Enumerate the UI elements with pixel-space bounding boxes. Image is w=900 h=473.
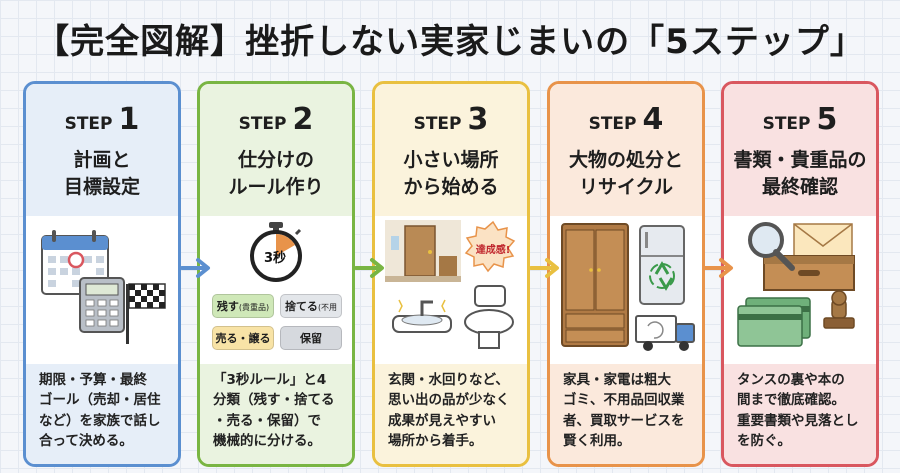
step-illustration: 3秒 残す(貴重品) 捨てる(不用品) 売る・譲る 保留 [200,216,352,364]
tag-keep-label: 残す [216,300,239,313]
step-illustration: 達成感! [375,216,527,364]
step-card-1: STEP 1 計画と 目標設定 [23,81,181,467]
arrow-right-icon [529,258,559,278]
calculator-icon [79,277,125,333]
step-title: 計画と 目標設定 [63,149,140,198]
step-label: STEP 4 [550,102,702,137]
step-header: STEP 4 大物の処分と リサイクル [550,84,702,216]
step-card-5: STEP 5 書類・貴重品の 最終確認 [721,81,879,467]
entrance-icon [385,220,461,282]
arrow-right-icon [703,258,733,278]
step-header: STEP 2 仕分けの ルール作り [200,84,352,216]
stamp-icon [823,290,855,329]
magnifier-icon [748,222,795,271]
page-title: 【完全図解】挫折しない実家じまいの「5ステップ」 [35,22,865,62]
step-word: STEP [413,114,462,134]
step-number: 1 [118,102,140,137]
step-illustration [724,216,876,364]
step-description: 家具・家電は粗大 ゴミ、不用品回収業 者、買取サービスを 賢く利用。 [550,364,702,464]
step-number: 4 [642,102,664,137]
step-header: STEP 1 計画と 目標設定 [26,84,178,216]
step-number: 5 [816,102,838,137]
step-header: STEP 5 書類・貴重品の 最終確認 [724,84,876,216]
step-description: 「3秒ルール」と4 分類（残す・捨てる ・売る・保留）で 機械的に分ける。 [200,364,352,464]
step-card-4: STEP 4 大物の処分と リサイクル [547,81,705,467]
step-title: 大物の処分と リサイクル [568,149,683,198]
stopwatch-icon [250,222,302,282]
step-header: STEP 3 小さい場所 から始める [375,84,527,216]
arrow-right-icon [180,258,210,278]
calendar-icon [41,230,109,295]
step-word: STEP [588,114,637,134]
step-card-3: STEP 3 小さい場所 から始める [372,81,530,467]
step-label: STEP 5 [724,102,876,137]
recycle-icon [649,261,675,291]
step-card-2: STEP 2 仕分けの ルール作り 3秒 残す(貴重品) 捨てる(不用品) 売る… [197,81,355,467]
bankbook-icon [737,297,811,347]
sink-icon [392,299,452,333]
step-word: STEP [64,114,113,134]
checkered-flag-icon [126,283,166,344]
step-word: STEP [238,114,287,134]
tag-hold: 保留 [280,326,342,350]
step-illustration [550,216,702,364]
step-title: 小さい場所 から始める [403,149,499,198]
timer-label: 3秒 [264,251,287,266]
step-illustration [26,216,178,364]
tag-discard-label: 捨てる [284,300,318,313]
step-description: 期限・予算・最終 ゴール（売却・居住 など）を家族で話し 合って決める。 [26,364,178,464]
toilet-icon [464,285,514,349]
step-label: STEP 3 [375,102,527,137]
drawer-icon [763,255,855,291]
step-number: 2 [292,102,314,137]
tag-hold-label: 保留 [300,332,322,345]
tag-sell: 売る・譲る [212,326,274,350]
step-description: 玄関・水回りなど、 思い出の品が少なく 成果が見えやすい 場所から着手。 [375,364,527,464]
achievement-badge-icon [464,220,516,273]
step-title: 書類・貴重品の 最終確認 [733,149,867,198]
step-description: タンスの裏や本の 間まで徹底確認。 重要書類や見落とし を防ぐ。 [724,364,876,464]
truck-icon [635,315,695,351]
step-label: STEP 1 [26,102,178,137]
tag-sell-label: 売る・譲る [215,332,271,345]
tag-keep: 残す(貴重品) [212,294,274,318]
step-label: STEP 2 [200,102,352,137]
tag-keep-note: (貴重品) [238,303,270,312]
wardrobe-icon [561,223,629,347]
step-number: 3 [467,102,489,137]
arrow-right-icon [354,258,384,278]
step-word: STEP [762,114,811,134]
tag-discard: 捨てる(不用品) [280,294,342,337]
step-title: 仕分けの ルール作り [228,149,324,198]
achievement-badge: 達成感! [475,245,511,256]
